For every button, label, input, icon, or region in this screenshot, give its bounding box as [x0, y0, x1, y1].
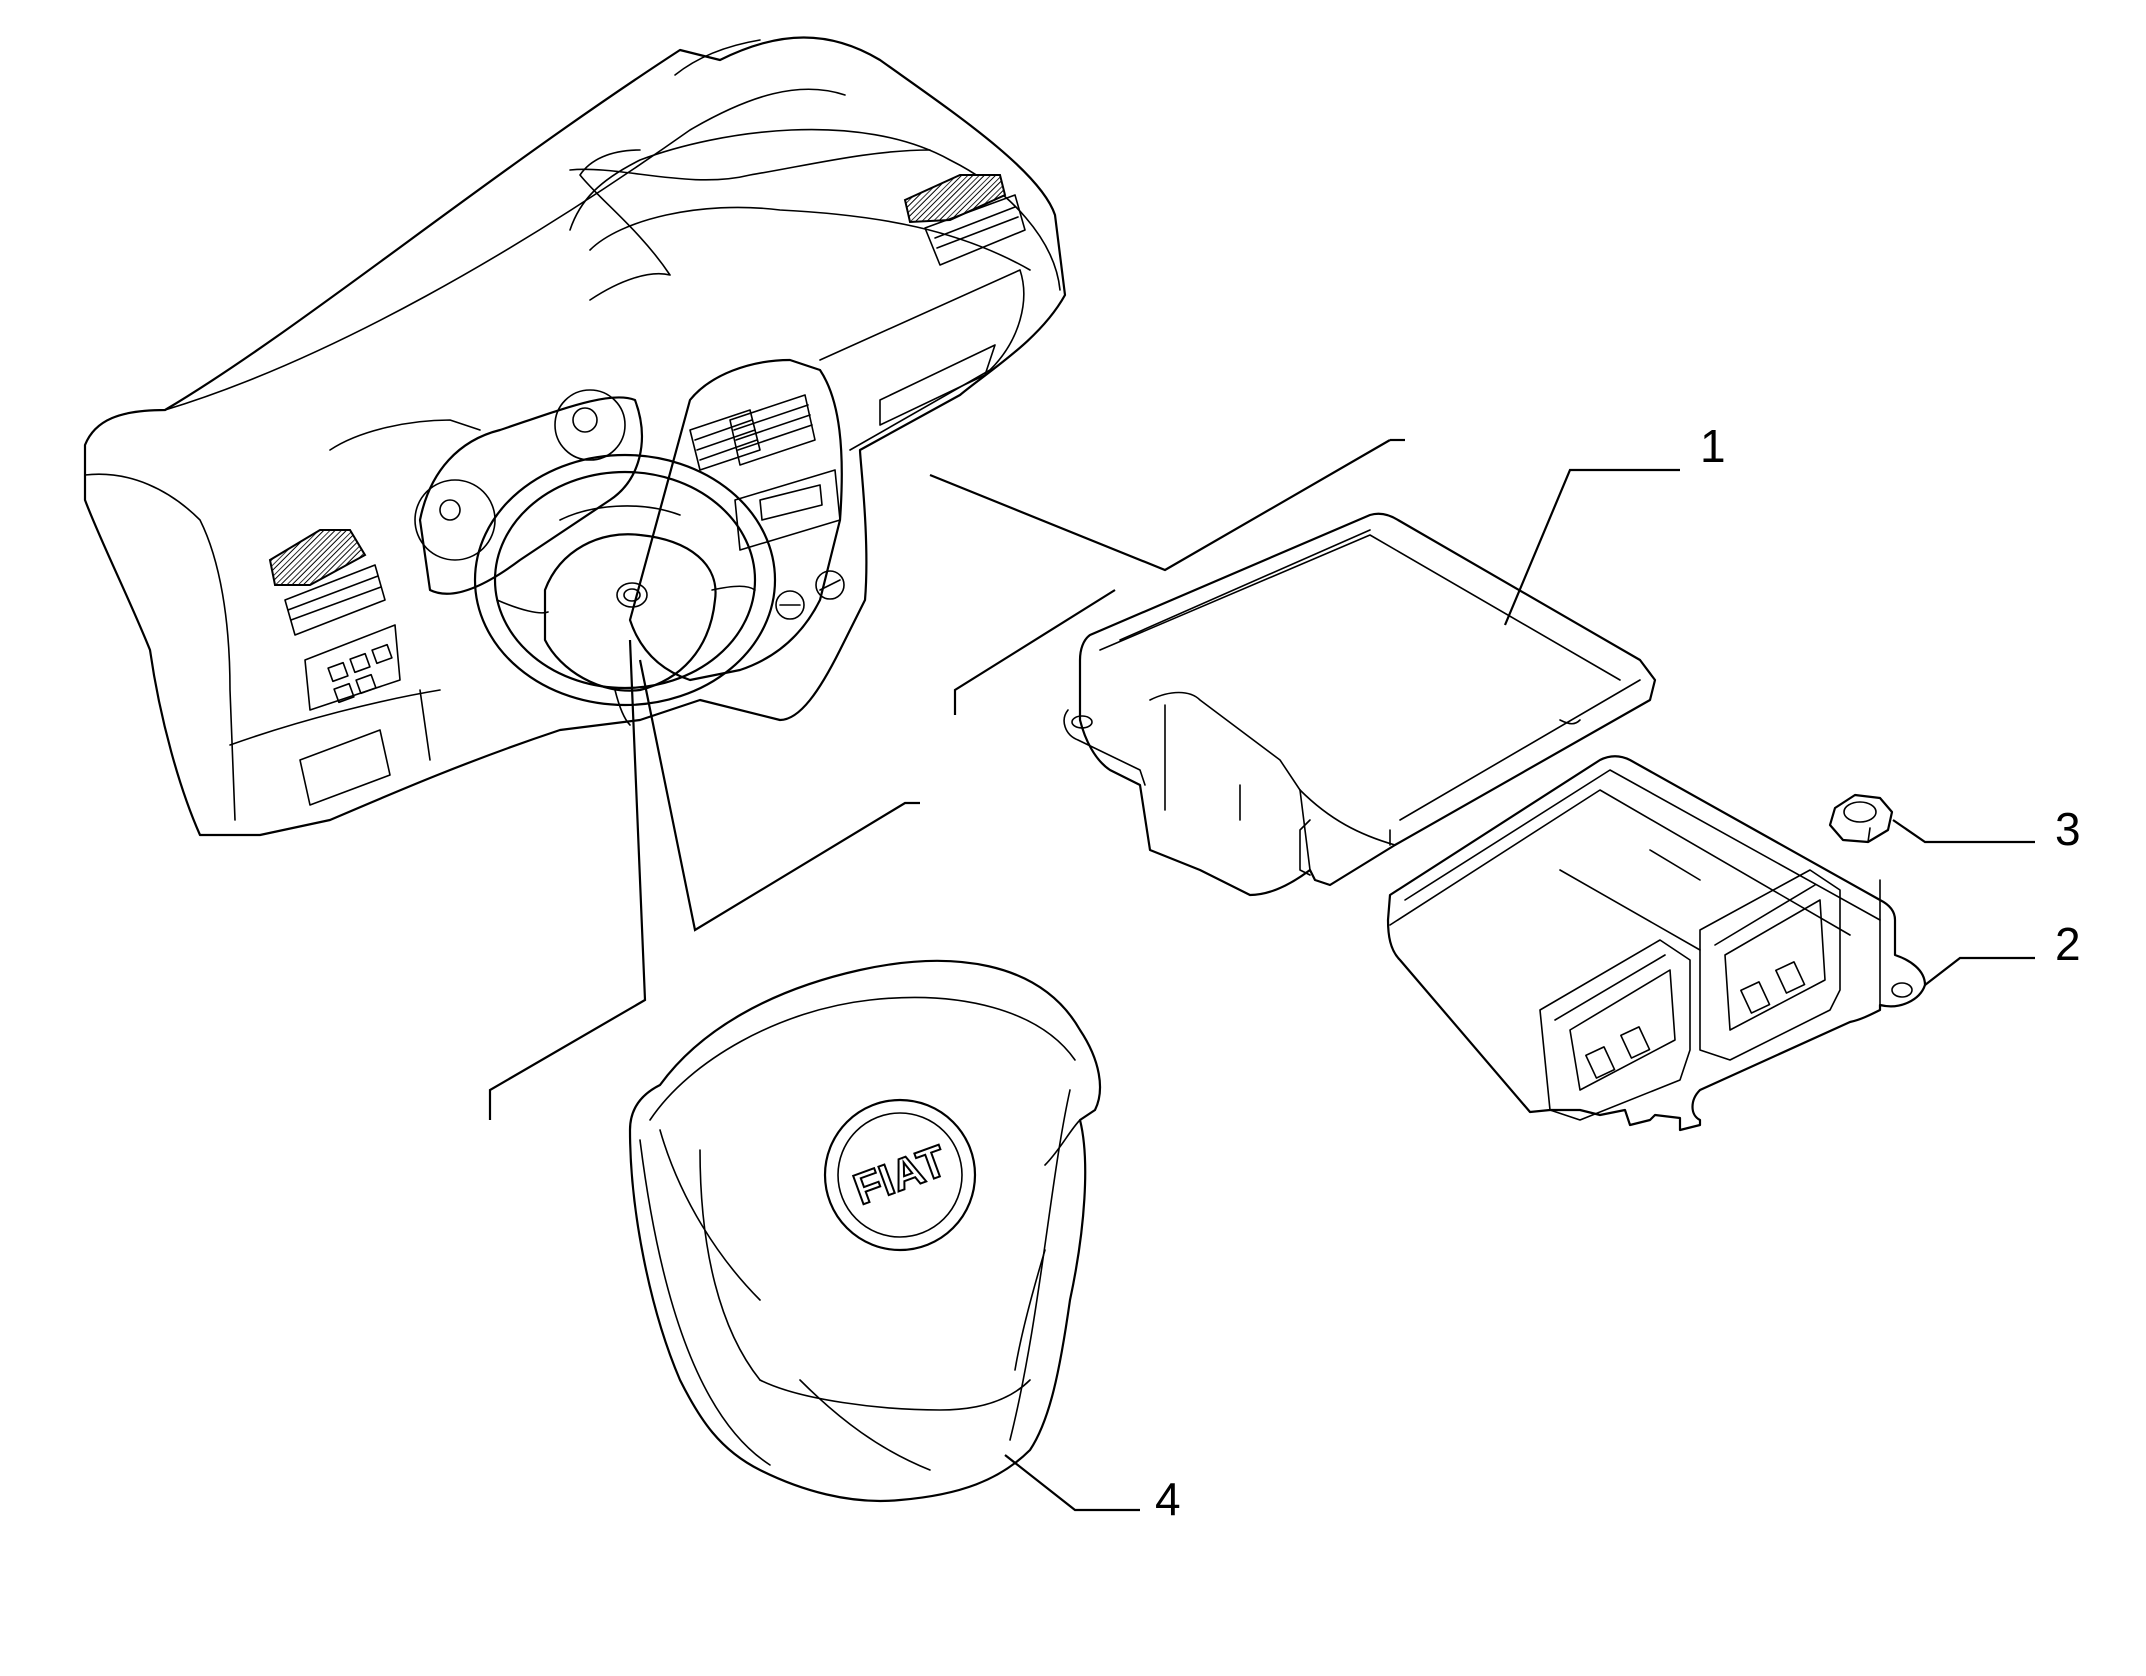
hex-nut — [1828, 793, 1894, 844]
callout-3: 3 — [1892, 803, 2081, 855]
callout-label-1: 1 — [1700, 420, 1726, 472]
driver-airbag-module: FIAT — [628, 959, 1102, 1503]
airbag-control-unit — [1386, 755, 1927, 1132]
callout-label-4: 4 — [1155, 1473, 1181, 1525]
callout-1: 1 — [1503, 420, 1726, 626]
callout-4: 4 — [1004, 1454, 1181, 1525]
callout-label-3: 3 — [2055, 803, 2081, 855]
fiat-logo-text: FIAT — [847, 1136, 953, 1214]
exploded-view-lines — [488, 438, 1405, 1120]
ecu-cover-bracket — [1063, 512, 1657, 897]
callout-2: 2 — [1924, 918, 2081, 986]
callout-label-2: 2 — [2055, 918, 2081, 970]
dashboard-illustration — [83, 36, 1067, 837]
